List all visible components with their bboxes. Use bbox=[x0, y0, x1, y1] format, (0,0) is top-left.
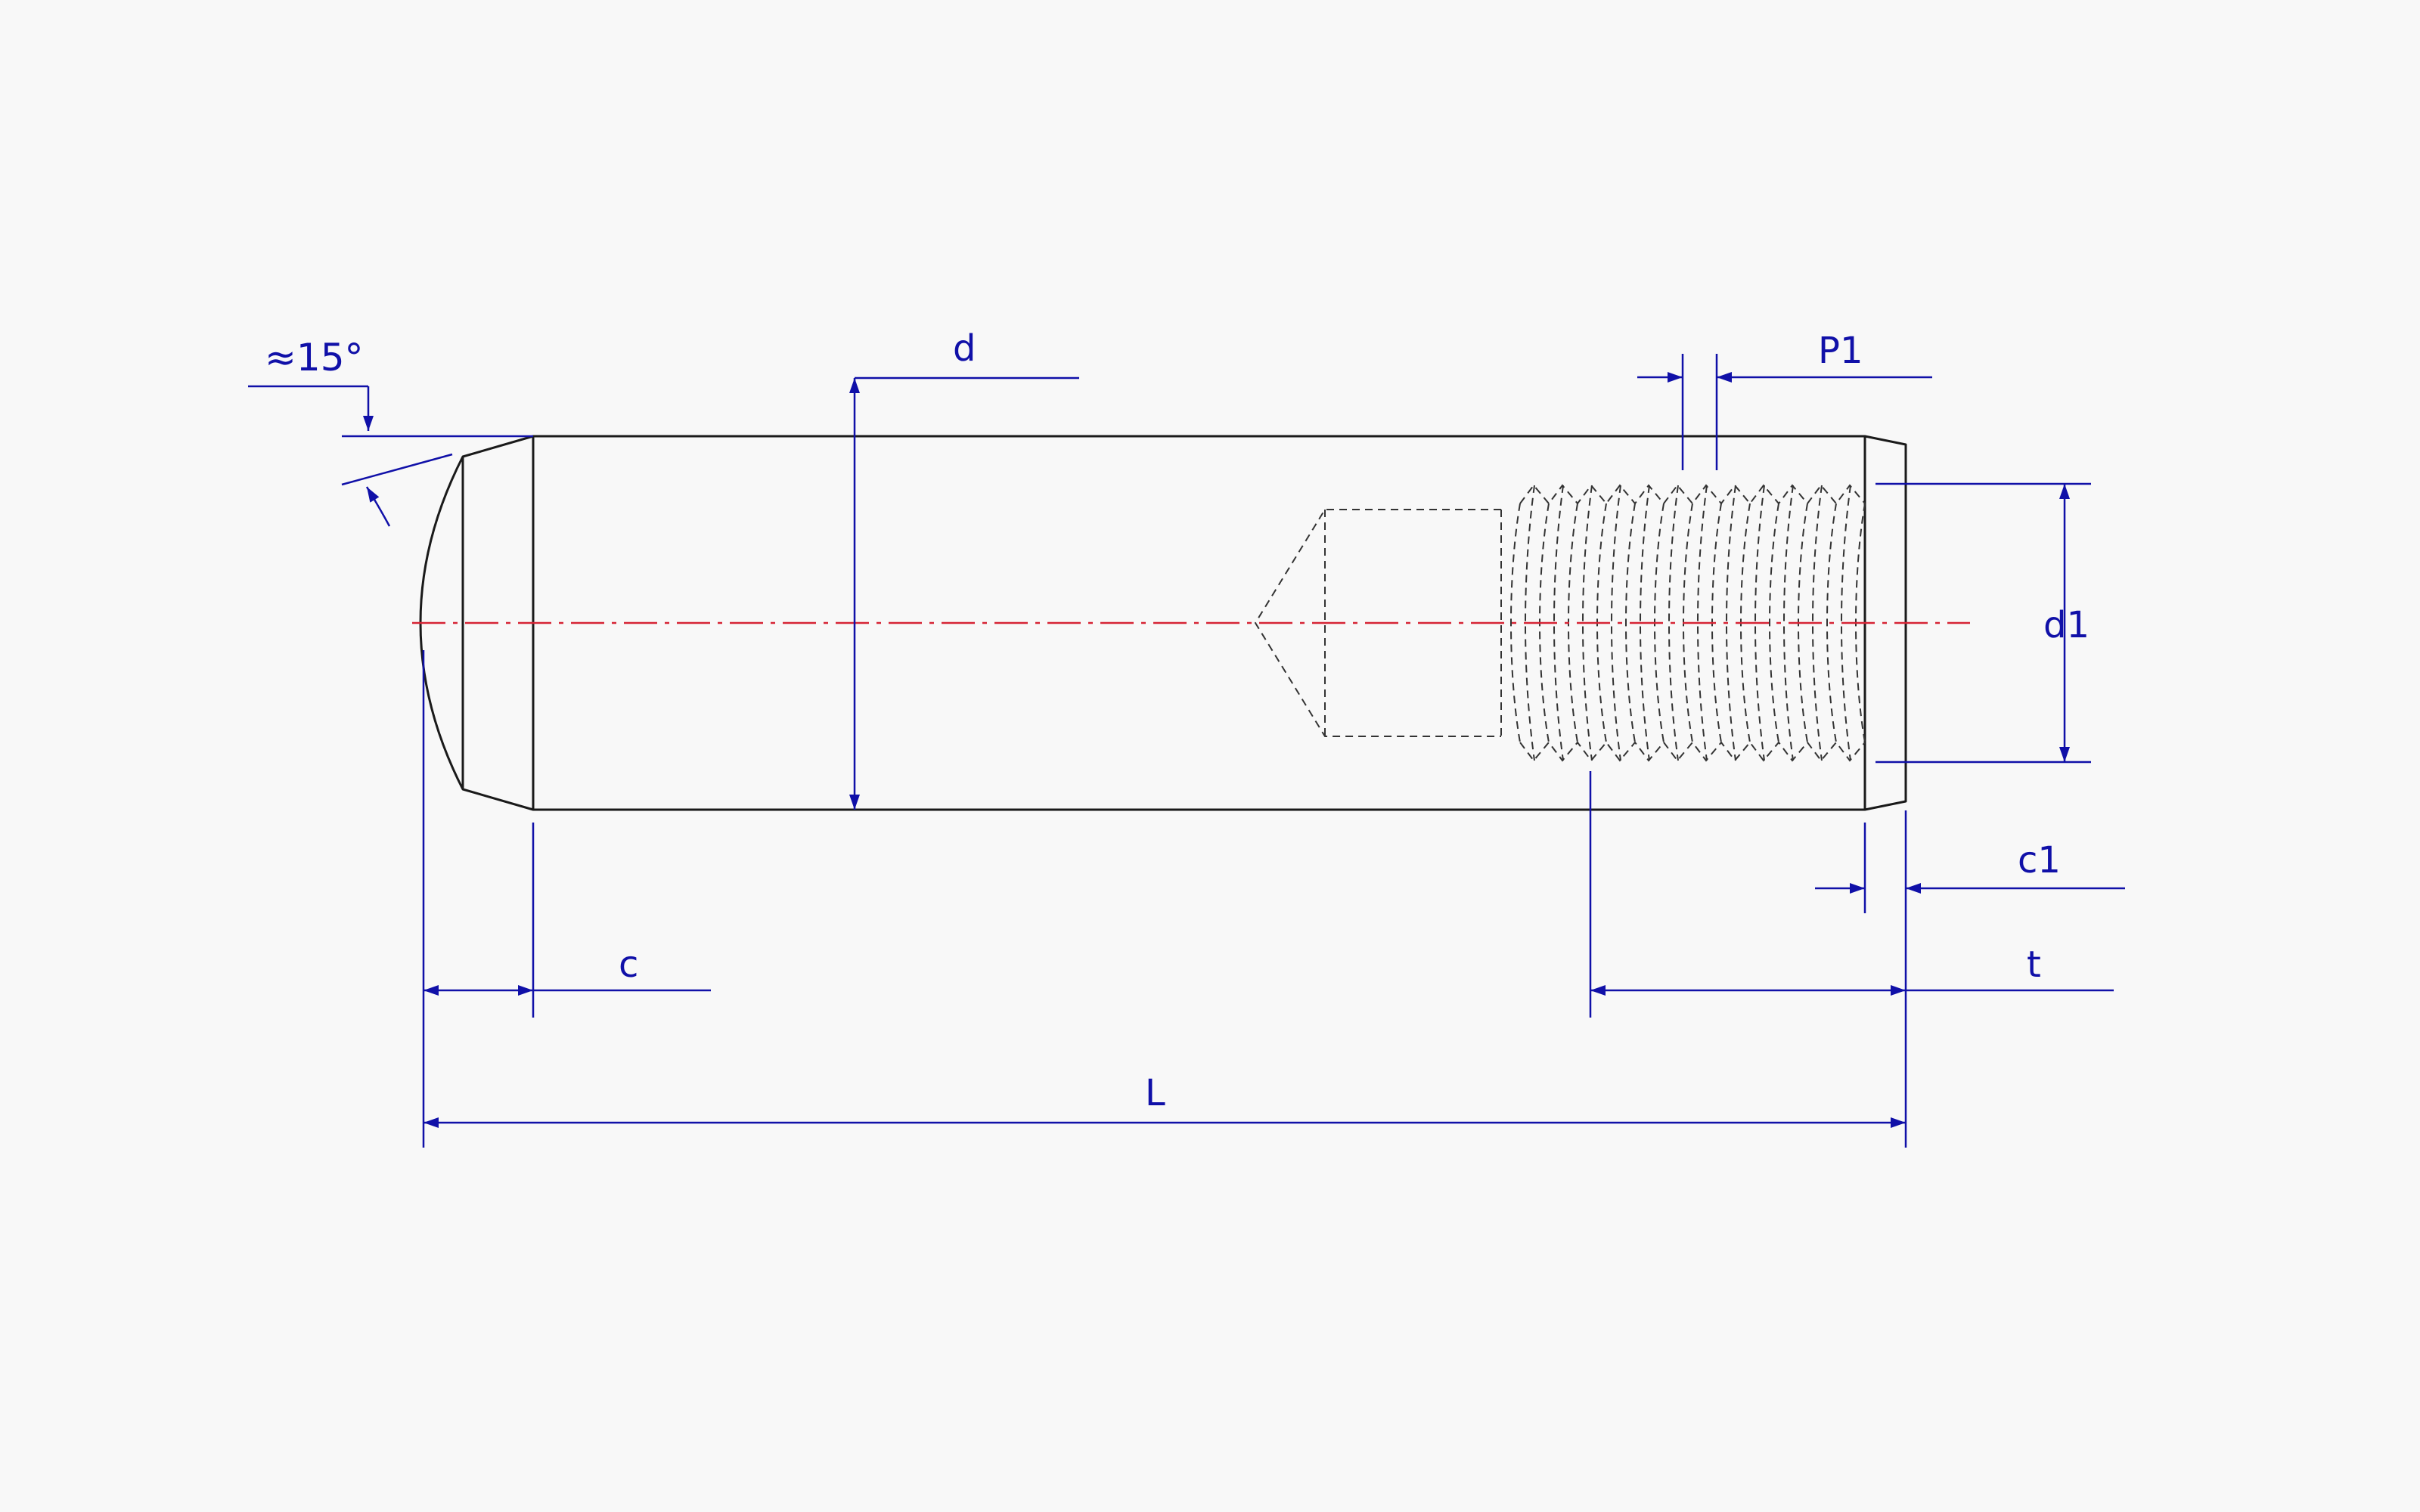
c1-dimension bbox=[1815, 823, 2125, 913]
angle-dimension bbox=[248, 385, 533, 527]
hidden-bore bbox=[1254, 484, 1866, 762]
d-dimension bbox=[849, 376, 1079, 810]
d-label: d bbox=[953, 327, 976, 370]
d1-label: d1 bbox=[2043, 604, 2090, 646]
t-dimension bbox=[1589, 771, 2114, 1018]
p1-label: P1 bbox=[1818, 330, 1863, 372]
c-label: c bbox=[619, 943, 638, 986]
c-dimension bbox=[424, 823, 711, 1018]
p1-dimension bbox=[1637, 354, 1932, 470]
l-label: L bbox=[1145, 1072, 1165, 1114]
thread-teeth-top bbox=[1519, 484, 1866, 505]
drill-point-outline bbox=[1254, 509, 1501, 737]
t-label: t bbox=[2027, 943, 2041, 986]
dimension-labels: ≈15° d P1 d1 c1 c t L bbox=[265, 327, 2090, 1114]
thread-teeth-bottom bbox=[1519, 741, 1866, 762]
c1-label: c1 bbox=[2018, 839, 2061, 881]
angle-label: ≈15° bbox=[265, 336, 364, 380]
dimensions bbox=[248, 354, 2125, 1148]
d1-dimension bbox=[1876, 482, 2091, 764]
